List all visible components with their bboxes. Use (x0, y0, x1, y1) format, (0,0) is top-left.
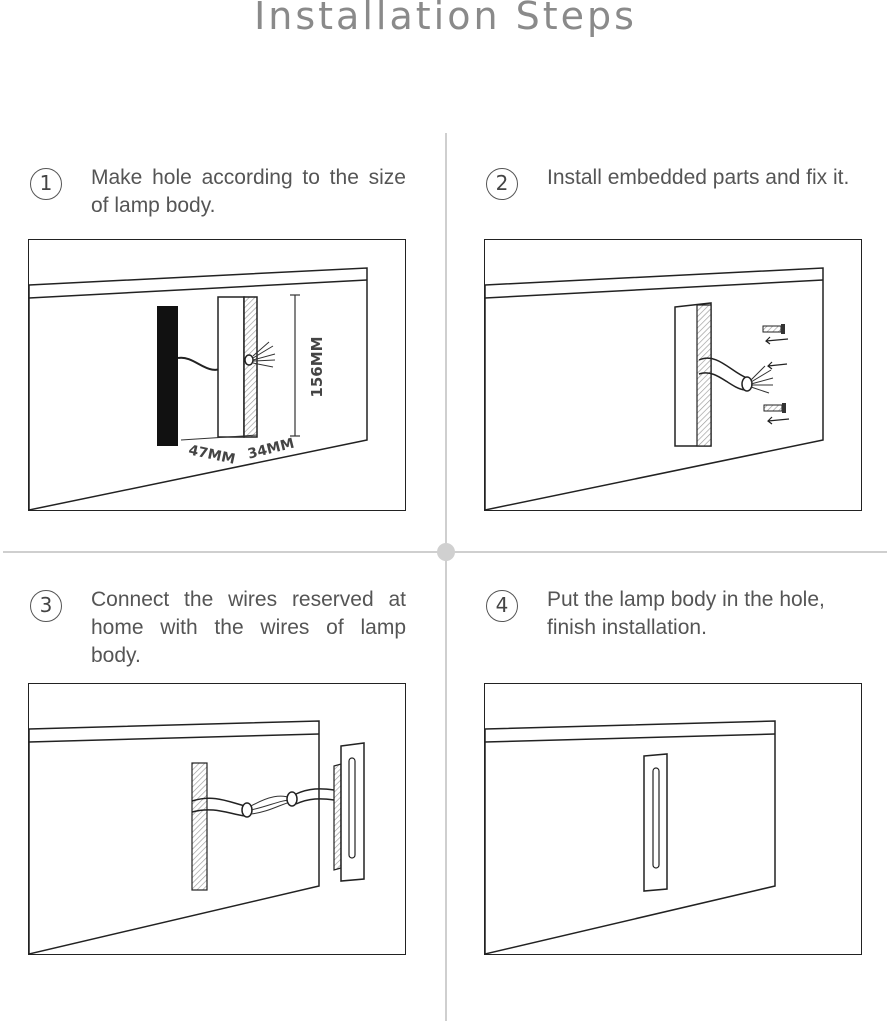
step-1-number: 1 (30, 168, 62, 200)
step-2-text: Install embedded parts and fix it. (547, 166, 850, 189)
step-3-number: 3 (30, 590, 62, 622)
wall-surface (485, 267, 824, 511)
center-dot (437, 543, 455, 561)
step-3-text: Connect the wires reserved at home with … (91, 588, 406, 667)
wall-hole (157, 306, 178, 446)
step-2-number: 2 (486, 168, 518, 200)
wall-surface (29, 267, 368, 511)
dimension-height: 156MM (308, 336, 326, 397)
lamp-body (217, 296, 245, 438)
embedded-part (191, 762, 208, 891)
wall-surface (485, 720, 776, 955)
step-4-number: 4 (486, 590, 518, 622)
wall-surface (29, 720, 320, 955)
page-title: Installation Steps (254, 0, 637, 38)
vertical-divider (445, 133, 447, 1021)
step-3-illustration (28, 683, 406, 955)
step-1-illustration: 156MM 47MM 34MM (28, 239, 406, 511)
step-2-illustration (484, 239, 862, 511)
step-4-illustration (484, 683, 862, 955)
step-4-text: Put the lamp body in the hole, finish in… (547, 588, 825, 639)
step-1-text: Make hole according to the size of lamp … (91, 166, 406, 217)
